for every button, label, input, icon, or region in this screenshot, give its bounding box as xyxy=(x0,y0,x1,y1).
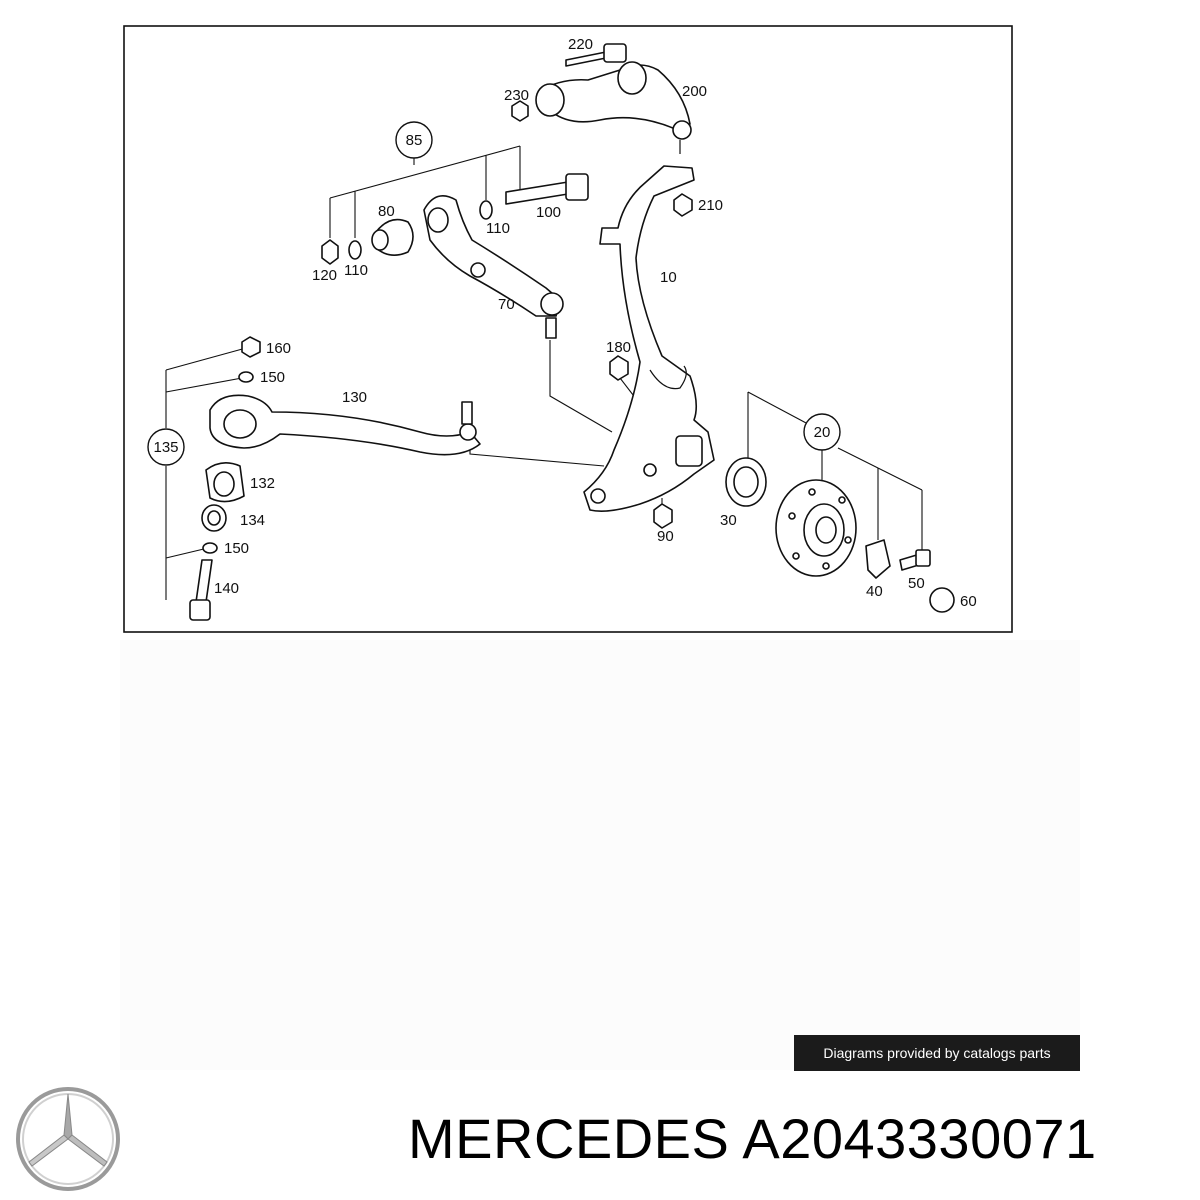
label-135: 135 xyxy=(153,439,178,456)
part-labels: 220 230 200 85 80 110 100 210 120 110 10… xyxy=(153,36,976,610)
credit-banner: Diagrams provided by catalogs parts xyxy=(794,1035,1080,1071)
label-90: 90 xyxy=(657,528,674,545)
part-number: A2043330071 xyxy=(742,1107,1097,1170)
label-132: 132 xyxy=(250,475,275,492)
label-110-upper: 110 xyxy=(486,220,510,237)
leader-lines xyxy=(165,145,923,600)
label-150-lower: 150 xyxy=(224,540,249,557)
group-circle-135 xyxy=(147,428,185,466)
label-80: 80 xyxy=(378,203,395,220)
label-70: 70 xyxy=(498,296,515,313)
label-100: 100 xyxy=(536,204,561,221)
label-30: 30 xyxy=(720,512,737,529)
group-circle-20 xyxy=(803,413,841,451)
part-shapes xyxy=(189,43,955,621)
label-130: 130 xyxy=(342,389,367,406)
label-210: 210 xyxy=(698,197,723,214)
label-120: 120 xyxy=(312,267,337,284)
label-200: 200 xyxy=(682,83,707,100)
label-40: 40 xyxy=(866,583,883,600)
label-160: 160 xyxy=(266,340,291,357)
label-150-upper: 150 xyxy=(260,369,285,386)
label-10: 10 xyxy=(660,269,677,286)
label-110-lower: 110 xyxy=(344,262,368,279)
label-50: 50 xyxy=(908,575,925,592)
diagram-shadow-area xyxy=(120,640,1080,1070)
label-20: 20 xyxy=(814,424,831,441)
group-circle-85 xyxy=(395,121,433,159)
label-85: 85 xyxy=(406,132,423,149)
diagram-frame xyxy=(123,25,1013,633)
brand-part-heading: MERCEDES A2043330071 xyxy=(408,1106,1097,1171)
label-220: 220 xyxy=(568,36,593,53)
label-60: 60 xyxy=(960,593,977,610)
mercedes-star-icon xyxy=(16,1087,120,1191)
label-180: 180 xyxy=(606,339,631,356)
label-134: 134 xyxy=(240,512,265,529)
label-230: 230 xyxy=(504,87,529,104)
label-140: 140 xyxy=(214,580,239,597)
brand-name: MERCEDES xyxy=(408,1107,730,1170)
